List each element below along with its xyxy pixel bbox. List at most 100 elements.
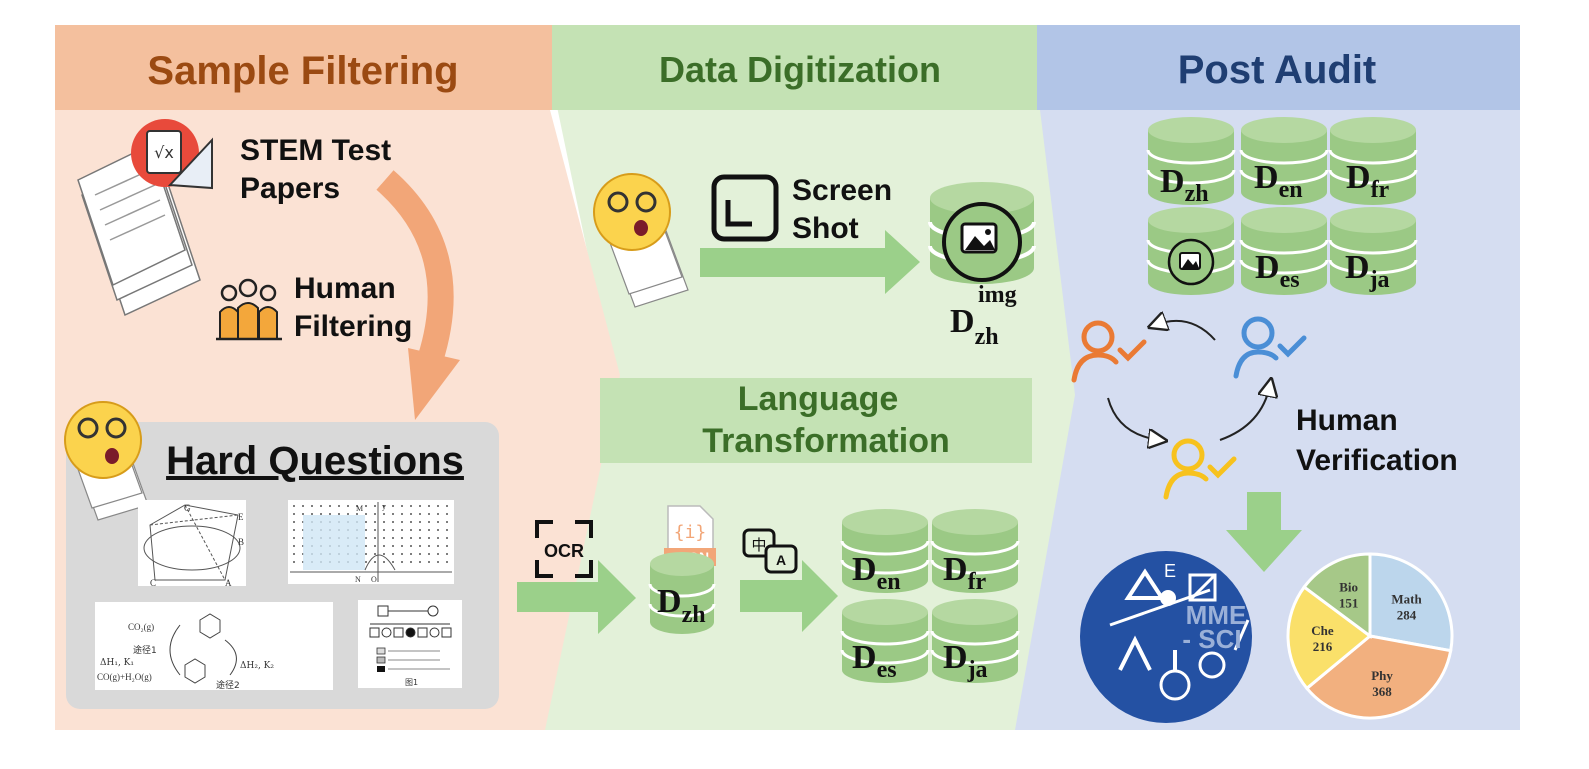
grid-dot <box>419 521 421 523</box>
grid-dot <box>338 513 340 515</box>
human-filtering-line1: Human <box>294 272 396 305</box>
verification-label-line2: Verification <box>1296 444 1458 477</box>
grid-dot <box>311 513 313 515</box>
dizzy-emoji-icon <box>64 401 149 521</box>
grid-dot <box>383 545 385 547</box>
audit-db-en-label: Den <box>1254 159 1303 203</box>
grid-dot <box>437 529 439 531</box>
grid-dot <box>320 505 322 507</box>
audit-db-ja-label: Dja <box>1345 249 1390 293</box>
grid-dot <box>410 505 412 507</box>
grid-dot <box>365 513 367 515</box>
pedigree-symbol <box>429 627 440 638</box>
pie-value-phy: 368 <box>1372 684 1392 699</box>
grid-dot <box>365 561 367 563</box>
verification-cycle-arrows <box>1107 321 1270 440</box>
grid-dot <box>446 529 448 531</box>
translate-arrow <box>740 560 838 632</box>
db-es-label: Des <box>852 639 897 683</box>
grid-dot <box>293 545 295 547</box>
thumb-label-path1: 途径1 <box>133 644 157 656</box>
grid-dot <box>410 561 412 563</box>
audit-db-ja-cylinder <box>1328 207 1418 295</box>
grid-dot <box>392 545 394 547</box>
db-ja-cylinder <box>930 599 1020 683</box>
hard-questions-title: Hard Questions <box>166 439 464 483</box>
grid-dot <box>374 505 376 507</box>
data-digitization-title: Data Digitization <box>659 49 941 90</box>
pedigree-symbol <box>369 627 380 638</box>
grid-dot <box>401 521 403 523</box>
grid-dot <box>428 561 430 563</box>
ocr-icon: OCR <box>535 520 593 578</box>
badge-letter-e: E <box>1164 561 1176 581</box>
grid-dot <box>410 513 412 515</box>
grid-dot <box>428 545 430 547</box>
grid-dot <box>428 553 430 555</box>
grid-dot <box>293 561 295 563</box>
svg-text:√x: √x <box>154 143 174 162</box>
grid-dot <box>410 553 412 555</box>
grid-dot <box>374 521 376 523</box>
d-zh-db-cylinder <box>648 552 716 634</box>
grid-dot <box>383 529 385 531</box>
grid-dot <box>293 537 295 539</box>
grid-dot <box>356 505 358 507</box>
grid-dot <box>410 545 412 547</box>
pie-slice-math <box>1368 552 1454 653</box>
grid-dot <box>446 521 448 523</box>
down-arrow <box>1226 492 1302 572</box>
grid-dot <box>320 513 322 515</box>
db-en-cylinder <box>840 509 930 593</box>
grid-dot <box>329 513 331 515</box>
grid-dot <box>293 513 295 515</box>
field-grid-thumbnail: M y N O <box>288 500 454 584</box>
d-img-sup-label: img <box>978 282 1017 308</box>
translate-icon: 中 A <box>742 528 798 574</box>
pedigree-symbol <box>381 627 392 638</box>
thumb-label-fig1: 图1 <box>405 678 418 687</box>
people-icon <box>216 278 282 341</box>
audit-db-fr-label: Dfr <box>1346 159 1390 203</box>
thumb-label-e: E <box>238 512 244 522</box>
grid-dot <box>437 537 439 539</box>
grid-dot <box>293 529 295 531</box>
audit-db-zh-label: Dzh <box>1160 163 1209 207</box>
grid-dot <box>392 537 394 539</box>
grid-dot <box>347 505 349 507</box>
grid-dot <box>365 537 367 539</box>
pedigree-symbol <box>405 627 416 638</box>
grid-dot <box>383 561 385 563</box>
grid-dot <box>401 545 403 547</box>
grid-dot <box>383 513 385 515</box>
sample-filtering-title: Sample Filtering <box>147 49 458 93</box>
grid-dot <box>428 521 430 523</box>
pedigree-thumbnail: 图1 <box>358 600 462 688</box>
pedigree-symbol <box>417 627 428 638</box>
grid-dot <box>302 505 304 507</box>
grid-dot <box>365 521 367 523</box>
thumb-label-n: N <box>355 575 361 584</box>
thumb-label-a: A <box>225 578 232 588</box>
filtering-arrow <box>376 170 460 420</box>
pie-value-bio: 151 <box>1339 596 1359 611</box>
grid-dot <box>437 513 439 515</box>
verifier-orange-icon <box>1071 320 1147 383</box>
ocr-arrow <box>517 560 636 634</box>
grid-dot <box>437 561 439 563</box>
thumb-label-m: M <box>356 504 363 513</box>
audit-db-grid: Dzh Den Dfr Des Dja <box>1146 117 1418 295</box>
audit-db-fr-cylinder <box>1328 117 1418 205</box>
db-fr-label: Dfr <box>943 551 987 595</box>
language-db-grid: Den Dfr Des Dja <box>840 509 1020 683</box>
thumb-label-c: C <box>150 578 156 588</box>
grid-dot <box>374 537 376 539</box>
grid-dot <box>446 553 448 555</box>
human-filtering-line2: Filtering <box>294 310 412 343</box>
thumb-label-dh1: ΔH₁, K₁ <box>100 658 134 668</box>
thumb-label-path2: 途径2 <box>216 679 240 691</box>
grid-dot <box>419 561 421 563</box>
grid-dot <box>392 529 394 531</box>
geometry-thumbnail: G E B A C <box>138 500 246 588</box>
stem-label-line1: STEM Test <box>240 134 391 167</box>
